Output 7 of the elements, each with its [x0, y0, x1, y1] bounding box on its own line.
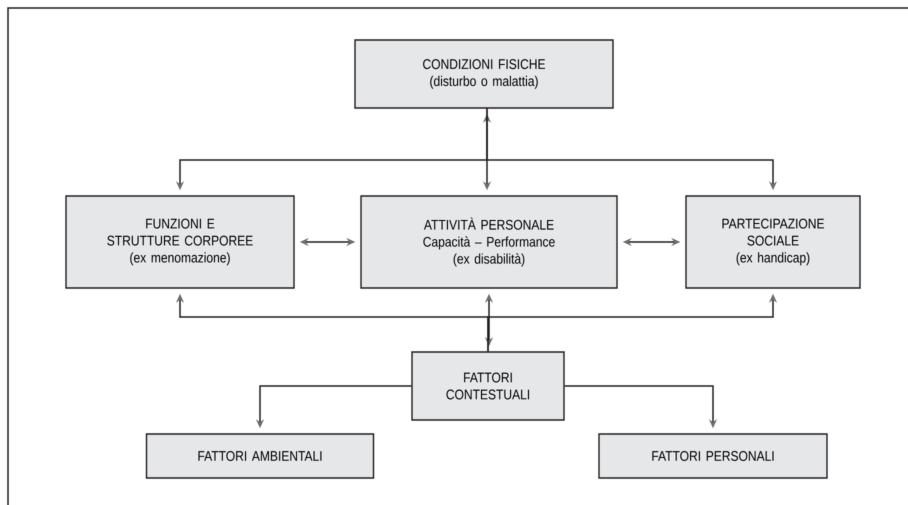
box: PARTECIPAZIONE SOCIALE (ex handicap): [685, 195, 861, 289]
box: FATTORI PERSONALI: [598, 433, 828, 479]
box: FUNZIONI E STRUTTURE CORPOREE (ex menomazione): [65, 195, 295, 289]
box: ATTIVITÀ PERSONALE Capacità – Performance (ex disabilità): [360, 195, 618, 289]
box: FATTORI AMBIENTALI: [146, 433, 374, 479]
box: FATTORI CONTESTUALI: [411, 351, 565, 421]
box: CONDIZIONI FISICHE (disturbo o malattia): [354, 39, 614, 109]
